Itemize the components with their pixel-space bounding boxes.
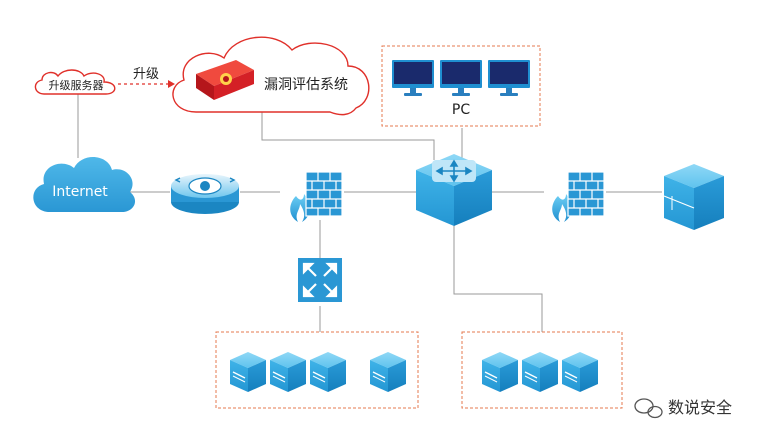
server-group-right-dashed-box: [461, 331, 623, 409]
line-core-to-server-group-right: [453, 222, 543, 332]
server-box-icon: [663, 164, 724, 230]
server-icon-4: [369, 351, 407, 393]
pc-monitor-icon-2: [440, 60, 482, 96]
upgrade-arrow: 升级: [118, 67, 175, 88]
access-switch-icon: [298, 258, 342, 302]
internet-label: Internet: [52, 184, 108, 200]
watermark-text: 数说安全: [668, 398, 732, 417]
vuln-scanner-device-icon: [196, 60, 254, 100]
server-icon-7: [561, 351, 599, 393]
pc-group: PC: [381, 45, 541, 127]
watermark: 数说安全: [634, 398, 732, 419]
line-vuln-system-to-core: [261, 108, 435, 160]
server-icon-6: [521, 351, 559, 393]
server-icon-2: [269, 351, 307, 393]
server-icon-3: [309, 351, 347, 393]
pc-group-dashed-box: [381, 45, 541, 127]
pc-monitor-icon-3: [488, 60, 530, 96]
firewall-left-icon: [289, 171, 343, 223]
server-icon-5: [481, 351, 519, 393]
internet-cloud: Internet: [33, 156, 136, 212]
ids-eye-device-icon: [171, 174, 239, 214]
server-icon-1: [229, 351, 267, 393]
core-switch-icon: [416, 154, 492, 226]
server-group-right: [461, 331, 623, 409]
connection-lines: [77, 92, 662, 332]
upgrade-label: 升级: [133, 67, 159, 82]
server-group-left-dashed-box: [215, 331, 419, 409]
pc-group-label: PC: [452, 102, 470, 118]
wechat-logo-icon: [634, 398, 663, 419]
update-server-cloud: 升级服务器: [34, 69, 116, 95]
vuln-assessment-cloud: 漏洞评估系统: [172, 36, 370, 116]
server-group-left: [215, 331, 419, 409]
vuln-system-label: 漏洞评估系统: [264, 77, 348, 93]
pc-monitor-icon-1: [392, 60, 434, 96]
update-server-label: 升级服务器: [49, 79, 104, 92]
firewall-right-icon: [551, 171, 605, 223]
